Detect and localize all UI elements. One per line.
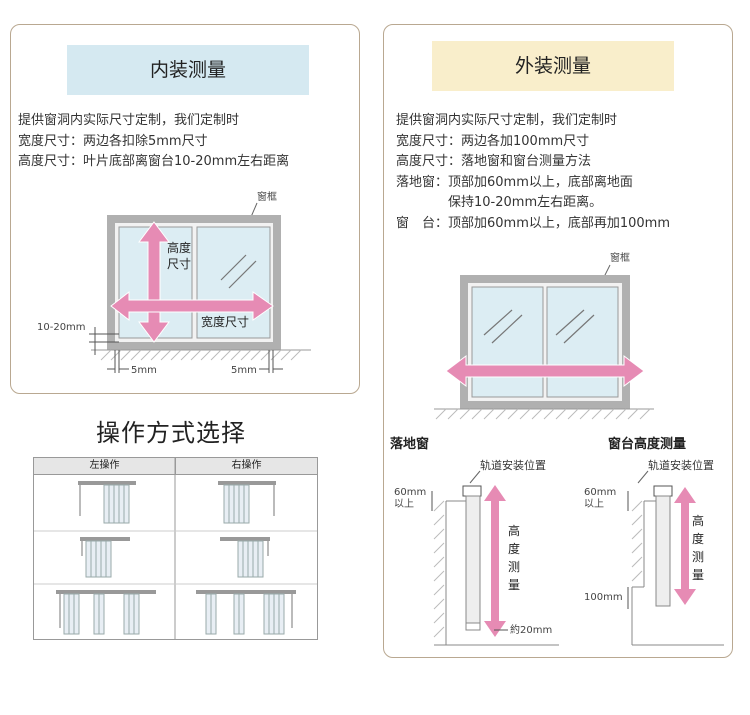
track-label-floor: 轨道安装位置 xyxy=(480,458,546,472)
height-char: 测 xyxy=(508,560,520,574)
left-op-blind-1 xyxy=(78,481,136,524)
outer-desc-line: 落地窗：顶部加60mm以上，底部离地面 xyxy=(396,174,633,190)
sill-blind xyxy=(655,495,671,607)
height-char: 度 xyxy=(508,541,520,556)
height-char: 度 xyxy=(692,531,704,546)
floor-window-title: 落地窗 xyxy=(390,436,429,452)
right-margin-label: 5mm xyxy=(231,365,257,376)
width-label: 宽度尺寸 xyxy=(201,314,249,329)
height-char: 高 xyxy=(692,513,704,528)
outer-measure-description: 提供窗洞内实际尺寸定制，我们定制时 宽度尺寸：两边各加100mm尺寸 高度尺寸：… xyxy=(396,111,670,234)
outer-measure-panel: 外装测量 提供窗洞内实际尺寸定制，我们定制时 宽度尺寸：两边各加100mm尺寸 … xyxy=(383,24,733,658)
left-margin-label: 5mm xyxy=(131,365,157,376)
floor-gap-label: 約20mm xyxy=(510,623,552,636)
outer-desc-line: 窗 台：顶部加60mm以上，底部再加100mm xyxy=(396,215,671,231)
outer-desc-line: 宽度尺寸：两边各加100mm尺寸 xyxy=(396,133,590,149)
right-op-blind-3 xyxy=(196,590,296,635)
sill-top-gap-note: 以上 xyxy=(584,498,604,510)
top-gap-note: 以上 xyxy=(394,498,414,510)
inner-measure-description: 提供窗洞内实际尺寸定制，我们定制时 宽度尺寸：两边各扣除5mm尺寸 高度尺寸：叶… xyxy=(18,111,289,173)
inner-measure-heading: 内装测量 xyxy=(67,45,309,95)
sill-window-title: 窗台高度测量 xyxy=(608,436,686,452)
inner-desc-line: 高度尺寸：叶片底部离窗台10-20mm左右距离 xyxy=(18,154,290,169)
outer-window-diagram: 窗框 落地窗 轨道安装位置 xyxy=(390,251,724,646)
gap-label: 10-20mm xyxy=(37,322,86,333)
top-gap-label: 60mm xyxy=(394,487,426,498)
outer-desc-line: 保持10-20mm左右距离。 xyxy=(396,195,603,210)
height-label: 高度 xyxy=(167,240,191,255)
inner-desc-line: 宽度尺寸：两边各扣除5mm尺寸 xyxy=(18,133,208,149)
track-label-sill: 轨道安装位置 xyxy=(648,458,714,472)
sill-top-gap-label: 60mm xyxy=(584,487,616,498)
width-arrow xyxy=(110,290,274,322)
right-operation-header: 右操作 xyxy=(176,458,317,475)
operation-title: 操作方式选择 xyxy=(96,419,246,447)
height-arrow xyxy=(138,221,170,343)
outer-desc-line: 高度尺寸：落地窗和窗台测量方法 xyxy=(396,154,592,169)
operation-illustrations xyxy=(34,458,317,639)
outer-frame-label: 窗框 xyxy=(610,251,630,264)
height-char: 量 xyxy=(508,578,520,592)
operation-table: 左操作 右操作 xyxy=(33,457,318,640)
right-op-blind-2 xyxy=(220,537,270,578)
height-char: 量 xyxy=(692,568,704,582)
sill-height-arrow xyxy=(674,487,696,605)
inner-desc-line: 提供窗洞内实际尺寸定制，我们定制时 xyxy=(18,113,240,128)
outer-width-arrow xyxy=(445,355,645,387)
height-label: 尺寸 xyxy=(167,257,191,271)
outer-desc-line: 提供窗洞内实际尺寸定制，我们定制时 xyxy=(396,113,618,128)
left-op-blind-3 xyxy=(56,590,156,635)
floor-height-arrow xyxy=(484,485,506,637)
inner-frame-label: 窗框 xyxy=(257,190,277,203)
height-char: 测 xyxy=(692,550,704,564)
inner-measure-panel: 内装测量 提供窗洞内实际尺寸定制，我们定制时 宽度尺寸：两边各扣除5mm尺寸 高… xyxy=(10,24,360,394)
left-op-blind-2 xyxy=(80,537,130,578)
right-op-blind-1 xyxy=(218,481,276,524)
sill-gap-label: 100mm xyxy=(584,592,623,603)
height-char: 高 xyxy=(508,523,520,538)
floor-blind xyxy=(465,495,481,631)
outer-measure-heading: 外装测量 xyxy=(432,41,674,91)
inner-window-diagram: 窗框 高度 尺寸 宽度尺寸 xyxy=(37,190,311,376)
